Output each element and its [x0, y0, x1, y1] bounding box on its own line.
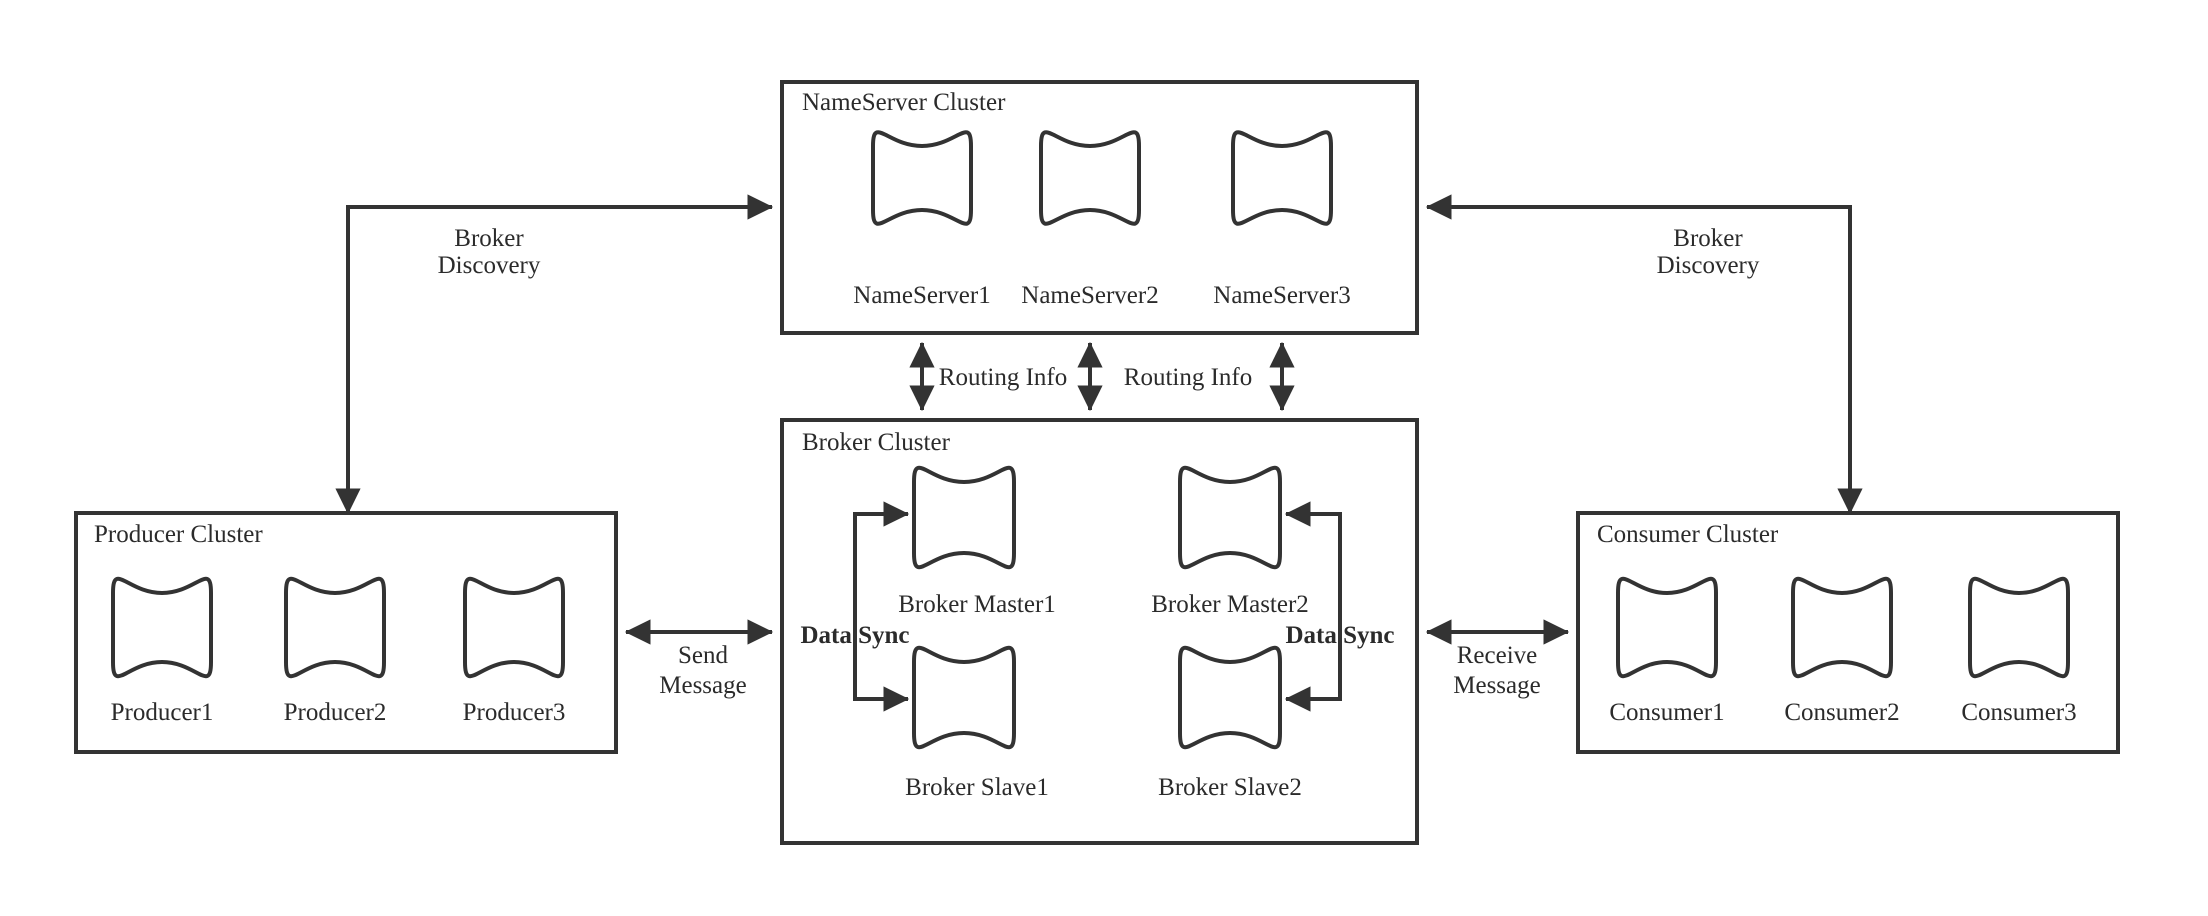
- edge-send-message-label-line1: Send: [678, 642, 729, 669]
- node-broker-slave2-label: Broker Slave2: [1158, 774, 1302, 801]
- node-consumer3-shape: [1968, 576, 2070, 679]
- node-broker-slave2-shape: [1178, 645, 1282, 750]
- edge-send-message[interactable]: Send Message: [624, 619, 774, 699]
- edge-broker-discovery-left-label-line2: Discovery: [438, 252, 541, 279]
- edge-broker-discovery-right-label-line2: Discovery: [1657, 252, 1760, 279]
- edge-broker-discovery-right-path: [1425, 194, 1863, 515]
- node-producer1-label: Producer1: [111, 699, 214, 726]
- node-producer3[interactable]: Producer3: [463, 576, 566, 726]
- node-producer3-label: Producer3: [463, 699, 566, 726]
- node-broker-slave1-label: Broker Slave1: [905, 774, 1049, 801]
- cluster-nameserver[interactable]: NameServer Cluster NameServer1 NameServe…: [780, 80, 1419, 335]
- node-consumer1[interactable]: Consumer1: [1609, 576, 1725, 726]
- node-nameserver1[interactable]: NameServer1: [853, 130, 991, 309]
- node-consumer1-label: Consumer1: [1609, 699, 1724, 726]
- edge-broker-discovery-right[interactable]: Broker Discovery: [1425, 194, 1863, 515]
- node-nameserver1-shape: [871, 130, 973, 226]
- edge-receive-message-label-line2: Message: [1453, 672, 1540, 699]
- node-consumer2-shape: [1791, 576, 1893, 679]
- edge-routing-info-right-label: Routing Info: [1124, 364, 1252, 391]
- edge-broker-discovery-left[interactable]: Broker Discovery: [335, 194, 774, 515]
- node-nameserver3-label: NameServer3: [1213, 282, 1350, 309]
- node-producer1-shape: [111, 576, 213, 679]
- edge-receive-message-label-line1: Receive: [1457, 642, 1538, 669]
- node-nameserver2-label: NameServer2: [1021, 282, 1158, 309]
- cluster-producer-title: Producer Cluster: [94, 521, 263, 548]
- node-broker-master1[interactable]: Broker Master1: [898, 465, 1056, 618]
- cluster-broker-box: [780, 418, 1419, 845]
- node-nameserver3-shape: [1231, 130, 1333, 226]
- node-producer2-shape: [284, 576, 386, 679]
- edge-broker-discovery-left-label-line1: Broker: [454, 225, 524, 252]
- edge-data-sync-right[interactable]: Data Sync: [1284, 501, 1395, 712]
- node-broker-slave2[interactable]: Broker Slave2: [1158, 645, 1302, 801]
- node-consumer1-shape: [1616, 576, 1718, 679]
- cluster-producer[interactable]: Producer Cluster Producer1 Producer2 Pro…: [74, 511, 618, 754]
- node-nameserver2[interactable]: NameServer2: [1021, 130, 1159, 309]
- node-nameserver3[interactable]: NameServer3: [1213, 130, 1351, 309]
- node-broker-master2[interactable]: Broker Master2: [1151, 465, 1309, 618]
- node-broker-slave1-shape: [912, 645, 1016, 750]
- node-producer3-shape: [463, 576, 565, 679]
- node-producer2-label: Producer2: [284, 699, 387, 726]
- node-producer1[interactable]: Producer1: [111, 576, 214, 726]
- node-broker-master1-label: Broker Master1: [898, 591, 1056, 618]
- cluster-broker[interactable]: Broker Cluster Broker Master1 Broker Mas…: [780, 418, 1419, 845]
- node-consumer2[interactable]: Consumer2: [1784, 576, 1900, 726]
- cluster-consumer[interactable]: Consumer Cluster Consumer1 Consumer2 Con…: [1576, 511, 2120, 754]
- edge-data-sync-left[interactable]: Data Sync: [800, 501, 910, 712]
- node-broker-master2-label: Broker Master2: [1151, 591, 1309, 618]
- node-consumer3-label: Consumer3: [1961, 699, 2076, 726]
- node-nameserver1-label: NameServer1: [853, 282, 990, 309]
- edge-broker-discovery-right-label-line1: Broker: [1673, 225, 1743, 252]
- edge-data-sync-left-label: Data Sync: [800, 622, 909, 649]
- edge-broker-discovery-left-path: [335, 194, 774, 515]
- edge-receive-message[interactable]: Receive Message: [1425, 619, 1570, 699]
- cluster-broker-title: Broker Cluster: [802, 429, 951, 456]
- edge-send-message-label-line2: Message: [659, 672, 746, 699]
- node-producer2[interactable]: Producer2: [284, 576, 387, 726]
- node-consumer3[interactable]: Consumer3: [1961, 576, 2077, 726]
- node-broker-master2-shape: [1178, 465, 1282, 570]
- cluster-nameserver-title: NameServer Cluster: [802, 89, 1006, 116]
- edge-data-sync-right-label: Data Sync: [1285, 622, 1394, 649]
- node-consumer2-label: Consumer2: [1784, 699, 1899, 726]
- node-nameserver2-shape: [1039, 130, 1141, 226]
- cluster-consumer-title: Consumer Cluster: [1597, 521, 1779, 548]
- node-broker-master1-shape: [912, 465, 1016, 570]
- edge-routing-info-left-label: Routing Info: [939, 364, 1067, 391]
- node-broker-slave1[interactable]: Broker Slave1: [905, 645, 1049, 801]
